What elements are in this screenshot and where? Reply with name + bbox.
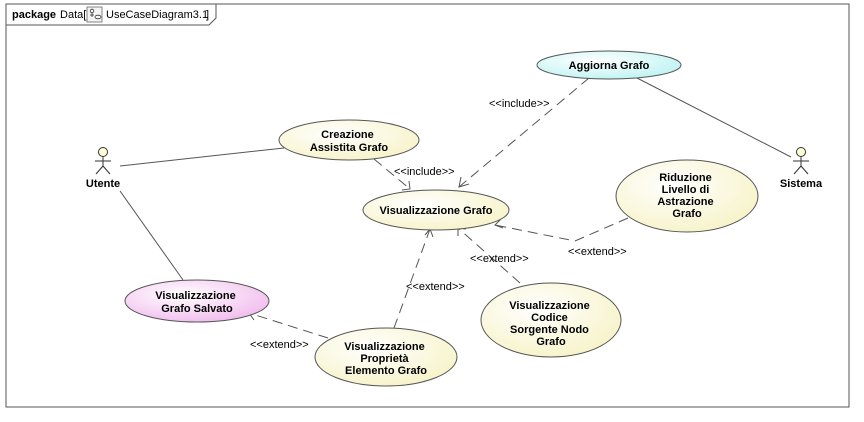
actor-sistema-icon xyxy=(796,147,806,157)
actor-utente-icon xyxy=(98,147,108,157)
use-case-visualizzazione-proprieta-elemento: Visualizzazione Proprietà Elemento Grafo xyxy=(314,327,458,387)
package-tab xyxy=(5,3,217,26)
use-case-visualizzazione-grafo-salvato: Visualizzazione Grafo Salvato xyxy=(124,279,270,323)
package-title-close: ] xyxy=(206,9,209,21)
use-case-creazione-assistita-grafo-label: Creazione Assistita Grafo xyxy=(310,129,389,154)
use-case-creazione-assistita-grafo: Creazione Assistita Grafo xyxy=(278,119,420,161)
extend-label-proprieta-grafo: <<extend>> xyxy=(406,281,465,293)
use-case-visualizzazione-grafo: Visualizzazione Grafo xyxy=(362,189,510,231)
use-case-visualizzazione-proprieta-elemento-label: Visualizzazione Proprietà Elemento Grafo xyxy=(344,341,428,377)
association-utente-creazione xyxy=(119,147,285,167)
actor-utente-label: Utente xyxy=(86,178,120,190)
use-case-visualizzazione-codice-sorgente-label: Visualizzazione Codice Sorgente Nodo Gra… xyxy=(509,300,593,348)
extend-proprieta-salvato-line xyxy=(248,312,329,339)
diagram-name: UseCaseDiagram3.1 xyxy=(106,9,208,21)
use-case-visualizzazione-grafo-label: Visualizzazione Grafo xyxy=(380,205,493,217)
use-case-riduzione-livello-astrazione: Riduzione Livello di Astrazione Grafo xyxy=(615,159,759,233)
extend-riduzione-arrow xyxy=(494,218,504,229)
extend-codice-line xyxy=(457,227,521,284)
extend-label-codice: <<extend>> xyxy=(470,253,529,265)
use-case-visualizzazione-grafo-salvato-label: Visualizzazione Grafo Salvato xyxy=(155,290,239,315)
include-label-creazione: <<include>> xyxy=(394,166,455,178)
actor-sistema-label: Sistema xyxy=(780,178,823,190)
include-aggiorna-line xyxy=(458,77,590,188)
include-label-aggiorna: <<include>> xyxy=(489,98,550,110)
use-case-diagram-icon xyxy=(86,6,103,23)
use-case-riduzione-livello-astrazione-label: Riduzione Livello di Astrazione Grafo xyxy=(657,172,716,220)
include-creazione-line xyxy=(373,158,411,190)
extend-label-proprieta-salvato: <<extend>> xyxy=(250,339,309,351)
association-utente-salvato xyxy=(119,190,184,281)
use-case-aggiorna-grafo-label: Aggiorna Grafo xyxy=(569,60,650,72)
extend-riduzione-line xyxy=(494,217,629,242)
extend-label-riduzione: <<extend>> xyxy=(568,246,627,258)
include-aggiorna-arrow xyxy=(458,176,470,188)
actor-sistema xyxy=(793,147,809,175)
use-case-aggiorna-grafo: Aggiorna Grafo xyxy=(536,50,682,80)
use-case-visualizzazione-codice-sorgente: Visualizzazione Codice Sorgente Nodo Gra… xyxy=(480,282,622,358)
association-aggiorna-sistema xyxy=(636,77,792,158)
actor-utente xyxy=(95,147,111,175)
include-creazione-arrow xyxy=(401,180,411,191)
extend-proprieta-grafo-line xyxy=(393,228,431,329)
